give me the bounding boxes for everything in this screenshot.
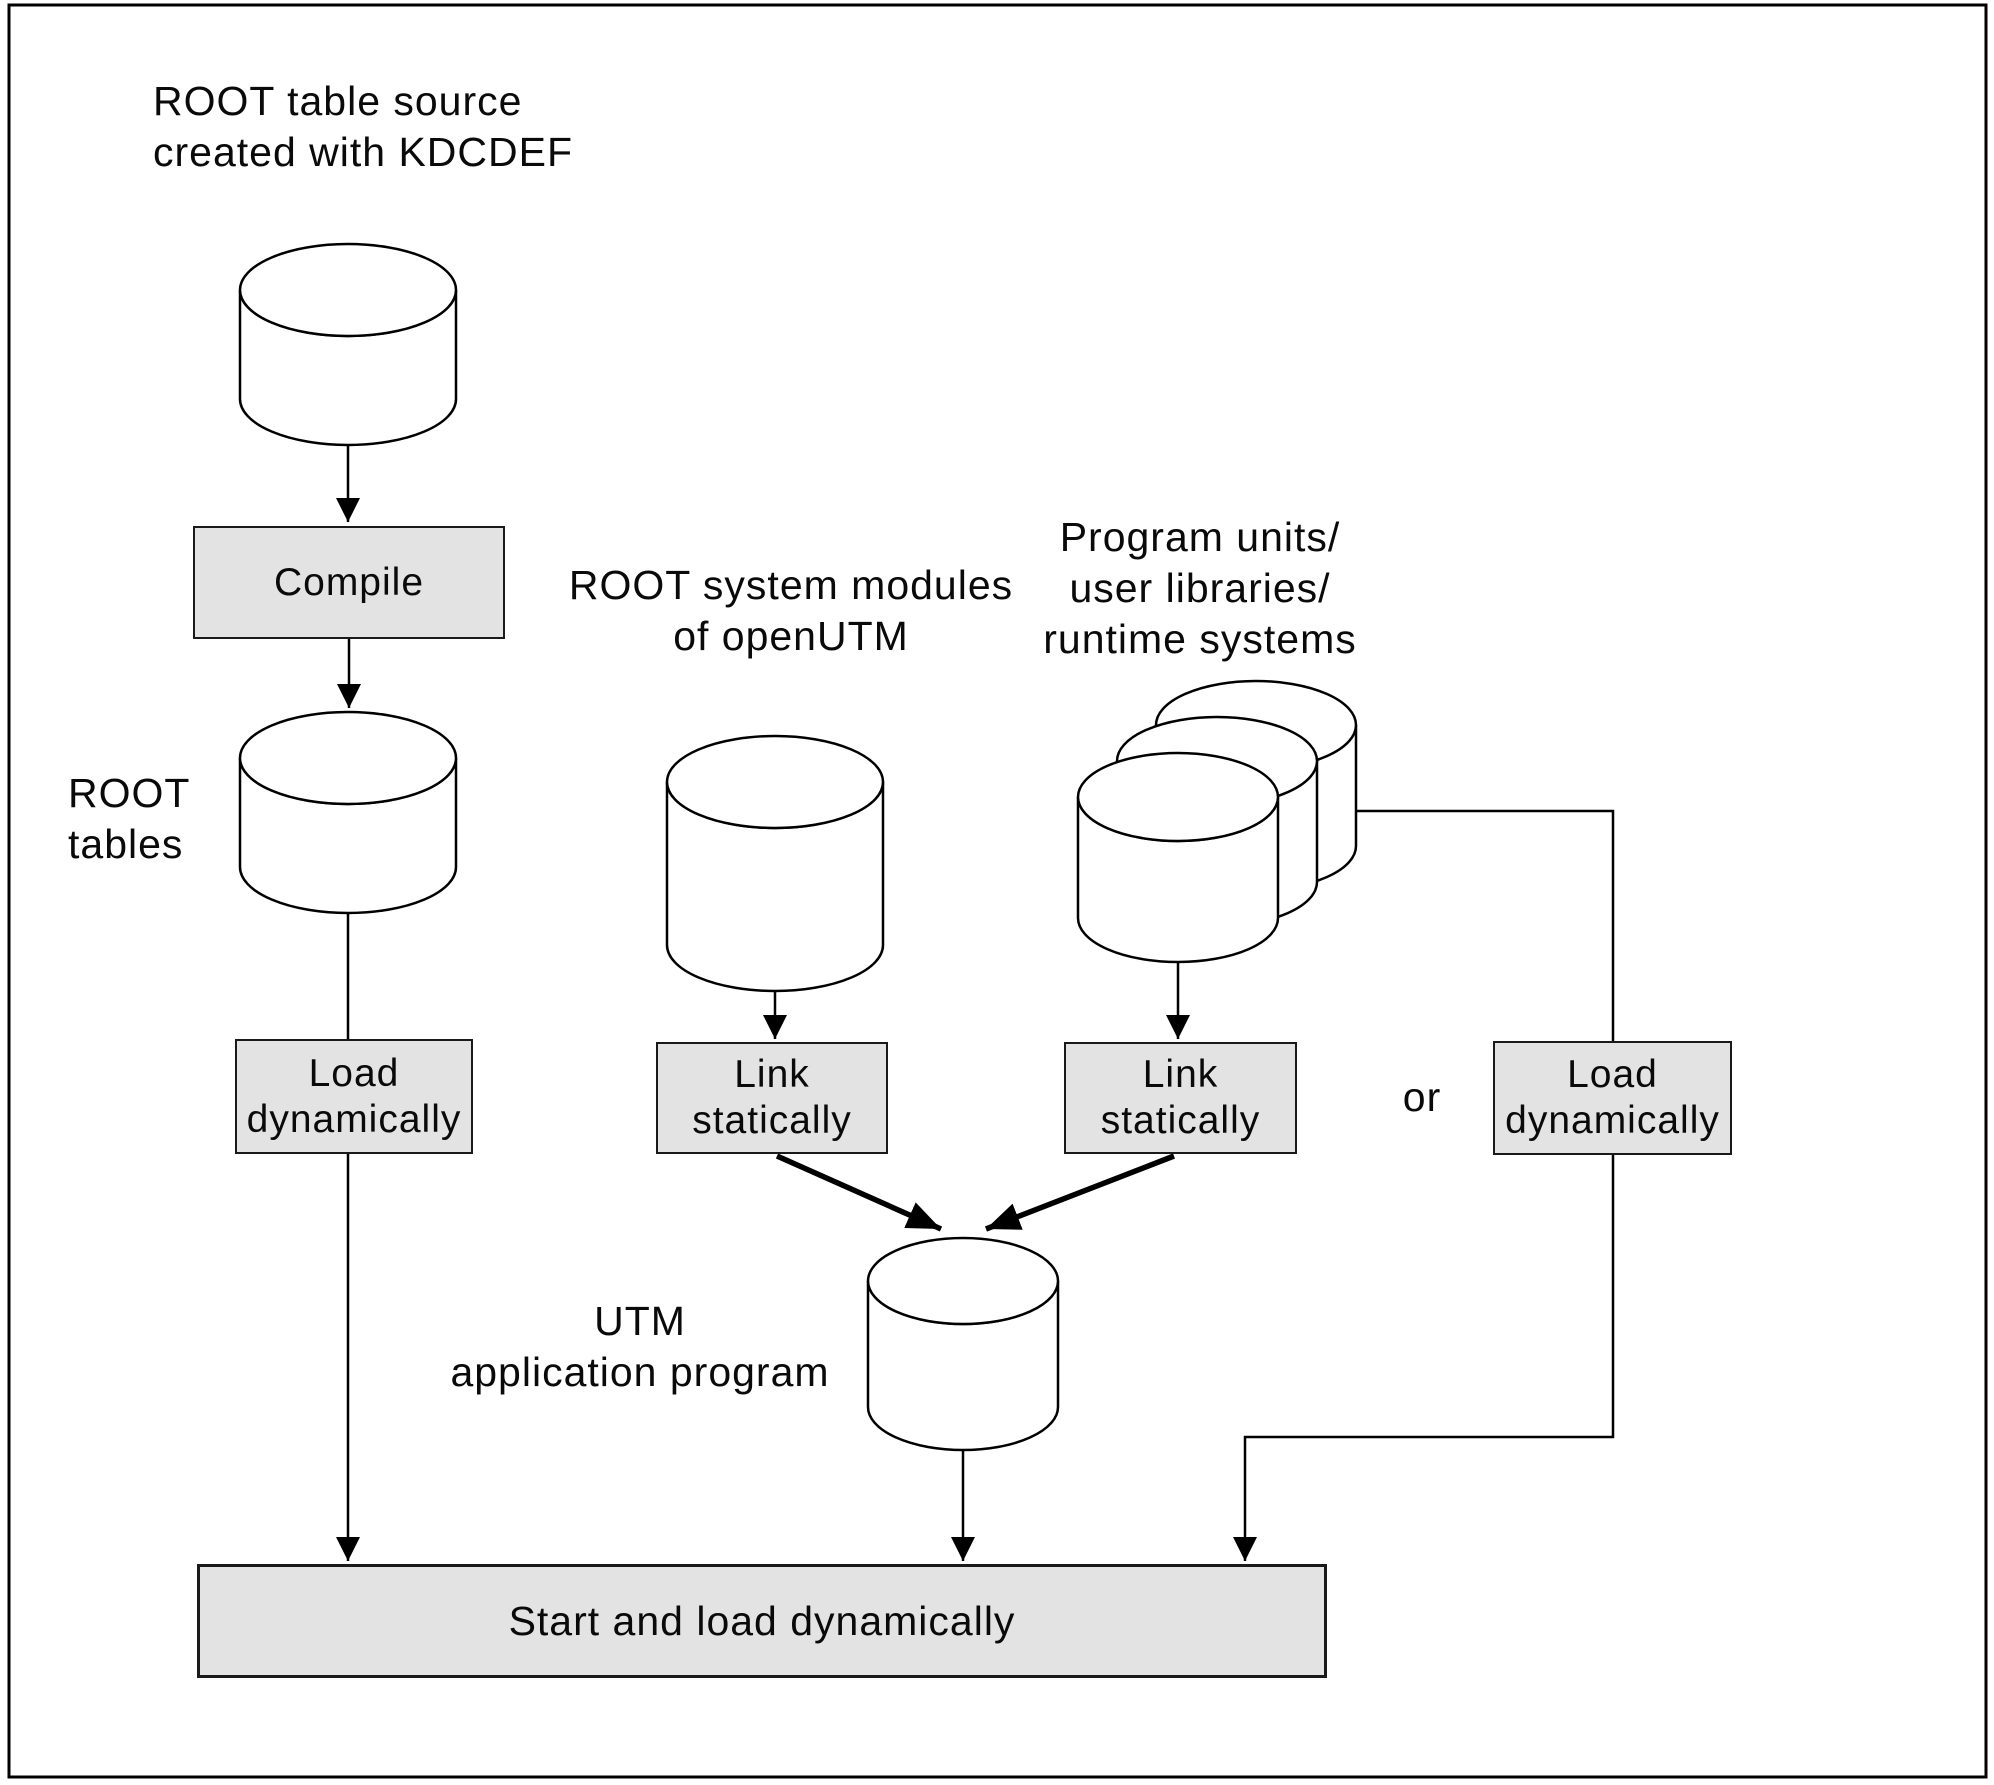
program-units-label: Program units/ user libraries/ runtime s… (950, 512, 1450, 665)
utm-application-label-line2: application program (450, 1349, 830, 1395)
route-stack-to-load-dynamically-to-start (1233, 809, 1615, 1561)
root-modules-label-line2: of openUTM (673, 613, 909, 659)
utm-application-label-line1: UTM (594, 1298, 686, 1344)
program-units-label-line3: runtime systems (1043, 616, 1357, 662)
link-statically-middle-box: Link statically (656, 1042, 888, 1154)
load-dynamically-right-line1: Load (1567, 1053, 1658, 1096)
link-statically-right-line1: Link (1142, 1053, 1219, 1096)
link-statically-right-line2: statically (1100, 1099, 1261, 1142)
start-box-label: Start and load dynamically (508, 1598, 1016, 1644)
compile-box-label: Compile (273, 560, 425, 604)
load-dynamically-left-box: Load dynamically (235, 1039, 473, 1154)
link-statically-right-box: Link statically (1064, 1042, 1297, 1154)
utm-application-cylinder-icon (866, 1236, 1060, 1452)
root-tables-label-line1: ROOT (68, 770, 191, 816)
root-tables-label: ROOT tables (68, 768, 190, 870)
figure-border (7, 3, 1988, 1779)
root-source-label: ROOT table source created with KDCDEF (153, 76, 573, 178)
compile-box: Compile (193, 526, 505, 639)
root-modules-cylinder-icon (665, 734, 885, 993)
root-modules-label: ROOT system modules of openUTM (541, 560, 1041, 662)
load-dynamically-right-box: Load dynamically (1493, 1041, 1732, 1155)
program-units-label-line2: user libraries/ (1069, 565, 1331, 611)
arrow-link-left-to-utm (775, 1153, 943, 1232)
utm-application-label: UTM application program (390, 1296, 890, 1398)
load-dynamically-left-line1: Load (308, 1051, 400, 1095)
load-dynamically-right-line2: dynamically (1505, 1099, 1720, 1142)
program-units-label-line1: Program units/ (1059, 514, 1341, 560)
start-and-load-dynamically-box: Start and load dynamically (197, 1564, 1327, 1678)
root-tables-label-line2: tables (68, 821, 184, 867)
root-tables-cylinder-icon (238, 710, 458, 915)
root-source-label-line2: created with KDCDEF (153, 129, 574, 175)
root-source-label-line1: ROOT table source (153, 78, 523, 124)
root-modules-label-line1: ROOT system modules (568, 562, 1014, 608)
link-statically-middle-line2: statically (692, 1099, 852, 1142)
program-units-cylinder-stack-icon (1076, 679, 1358, 964)
root-source-cylinder-icon (238, 242, 458, 447)
load-dynamically-left-line2: dynamically (246, 1097, 462, 1141)
arrow-link-right-to-utm (985, 1153, 1175, 1232)
or-label: or (1402, 1074, 1442, 1120)
link-statically-middle-line1: Link (734, 1053, 810, 1096)
stack-cylinder-front (1076, 751, 1280, 964)
